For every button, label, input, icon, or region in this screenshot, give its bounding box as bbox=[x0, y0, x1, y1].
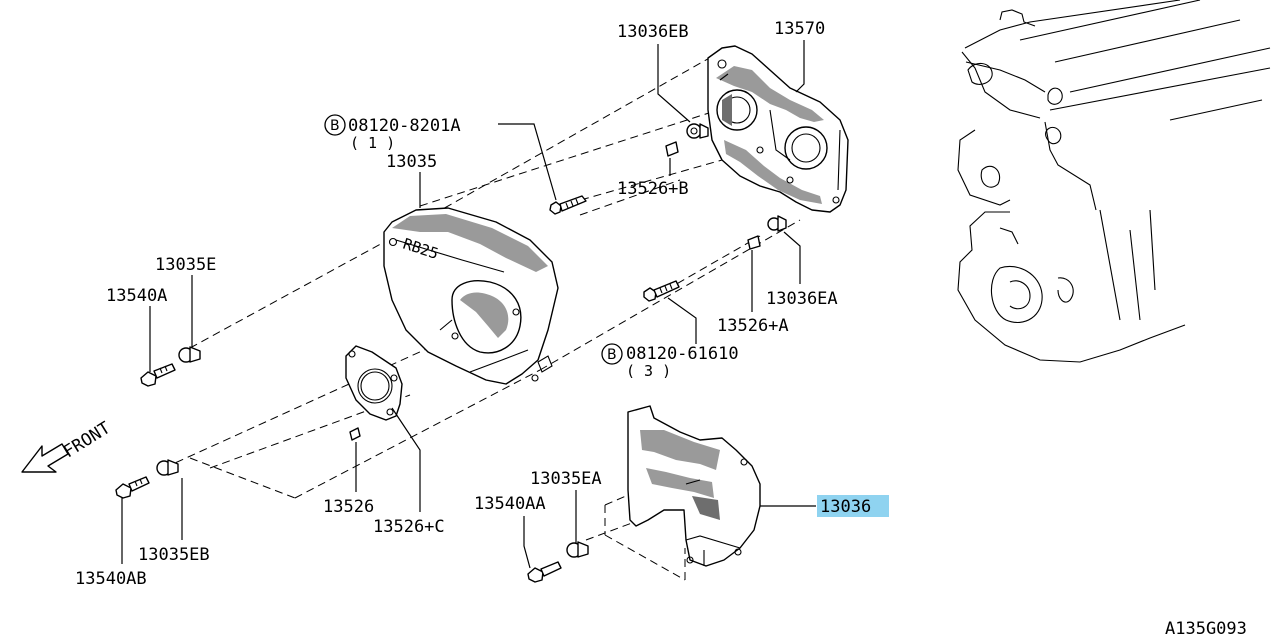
label-13526-b[interactable]: 13526+B bbox=[617, 179, 689, 199]
label-13036ea[interactable]: 13036EA bbox=[766, 289, 838, 309]
bolt-08120-61610[interactable] bbox=[643, 280, 680, 302]
grommet-13036-ea[interactable] bbox=[767, 215, 787, 232]
label-13540ab[interactable]: 13540AB bbox=[75, 569, 147, 589]
label-13526-a[interactable]: 13526+A bbox=[717, 316, 789, 336]
label-13035[interactable]: 13035 bbox=[386, 152, 437, 172]
label-13036eb[interactable]: 13036EB bbox=[617, 22, 689, 42]
grommet-13036-eb[interactable] bbox=[686, 123, 709, 139]
grommet-13035eb[interactable] bbox=[156, 459, 179, 476]
front-label: FRONT bbox=[60, 418, 114, 462]
label-08120-61610[interactable]: 08120-61610 bbox=[626, 344, 739, 364]
bolt-13540aa[interactable] bbox=[527, 561, 562, 583]
front-belt-cover-13035[interactable]: RB25 bbox=[383, 207, 559, 385]
spacer-13526-b[interactable] bbox=[665, 141, 679, 157]
label-13035e[interactable]: 13035E bbox=[155, 255, 216, 275]
grommet-13035e[interactable] bbox=[178, 346, 201, 363]
label-13540aa[interactable]: 13540AA bbox=[474, 494, 546, 514]
grommet-13035ea[interactable] bbox=[566, 541, 589, 558]
bolt-b-callout-2[interactable]: B 08120-61610 ( 3 ) bbox=[601, 343, 739, 380]
seal-plate-13526-c[interactable] bbox=[345, 345, 403, 421]
leader-lines bbox=[121, 40, 816, 569]
label-13035eb[interactable]: 13035EB bbox=[138, 545, 210, 565]
bolt-08120-8201a[interactable] bbox=[549, 195, 587, 215]
spacer-13526-a[interactable] bbox=[747, 235, 761, 250]
rear-belt-cover-13570[interactable] bbox=[707, 45, 849, 213]
selection-highlight bbox=[817, 495, 889, 517]
front-arrow-icon bbox=[21, 443, 69, 473]
circled-b-letter: B bbox=[607, 347, 617, 363]
label-13570[interactable]: 13570 bbox=[774, 19, 825, 39]
front-direction-indicator: FRONT bbox=[21, 418, 114, 473]
label-13036-highlighted[interactable]: 13036 bbox=[817, 495, 889, 517]
label-13526[interactable]: 13526 bbox=[323, 497, 374, 517]
label-qty-1: ( 1 ) bbox=[350, 134, 395, 152]
label-qty-3: ( 3 ) bbox=[626, 362, 671, 380]
bolt-b-callout-1[interactable]: B 08120-8201A ( 1 ) bbox=[324, 114, 461, 152]
bolt-13540a[interactable] bbox=[140, 363, 176, 387]
engine-block-illustration bbox=[957, 0, 1271, 363]
figure-code: A135G093 bbox=[1165, 619, 1247, 639]
label-13035ea[interactable]: 13035EA bbox=[530, 469, 602, 489]
circled-b-icon bbox=[324, 114, 346, 136]
label-13036[interactable]: 13036 bbox=[820, 497, 871, 517]
circled-b-icon bbox=[601, 343, 623, 365]
label-13526-c[interactable]: 13526+C bbox=[373, 517, 445, 537]
label-08120-8201a[interactable]: 08120-8201A bbox=[348, 116, 461, 136]
circled-b-letter: B bbox=[330, 118, 340, 134]
lower-belt-cover-13036[interactable] bbox=[627, 405, 761, 567]
callout-labels: 13570 13036EB B 08120-8201A ( 1 ) 13035 … bbox=[75, 19, 1247, 639]
spacer-13526[interactable] bbox=[349, 427, 361, 441]
label-13540a[interactable]: 13540A bbox=[106, 286, 167, 306]
bolt-13540ab[interactable] bbox=[115, 476, 150, 499]
